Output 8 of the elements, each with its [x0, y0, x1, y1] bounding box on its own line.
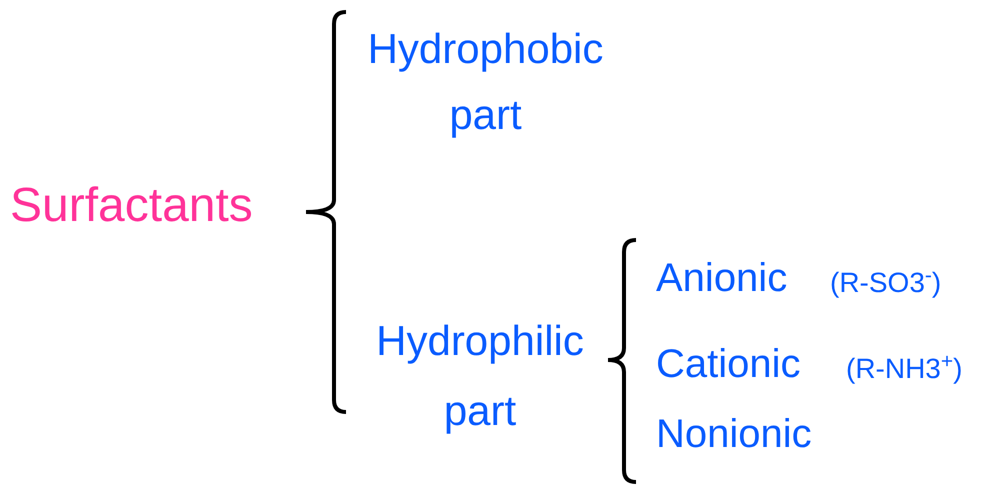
root-label: Surfactants: [10, 178, 253, 234]
branch-label: Hydrophobic part: [366, 24, 604, 140]
formula-label: (R-SO3$^{-}$): [830, 263, 942, 300]
type-label: Anionic: [656, 255, 788, 302]
branch-label: Hydrophilic part: [375, 316, 585, 436]
type-label: Cationic: [656, 341, 801, 388]
type-label: Nonionic: [656, 411, 812, 458]
formula-label: (R-NH3$^{+}$): [846, 349, 962, 386]
